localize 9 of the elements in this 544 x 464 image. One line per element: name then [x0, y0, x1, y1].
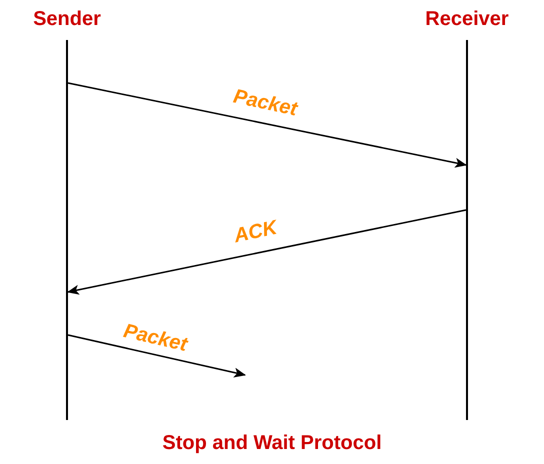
edge-label: Packet	[120, 320, 189, 356]
arrow	[67, 209, 466, 295]
participant-label: Sender	[32, 8, 102, 31]
edge-label: Packet	[230, 85, 299, 121]
participant-label: Receiver	[424, 8, 510, 31]
caption: Stop and Wait Protocol	[161, 432, 383, 455]
arrow	[68, 82, 467, 168]
edge-label: ACK	[232, 216, 279, 248]
arrow	[68, 334, 246, 378]
